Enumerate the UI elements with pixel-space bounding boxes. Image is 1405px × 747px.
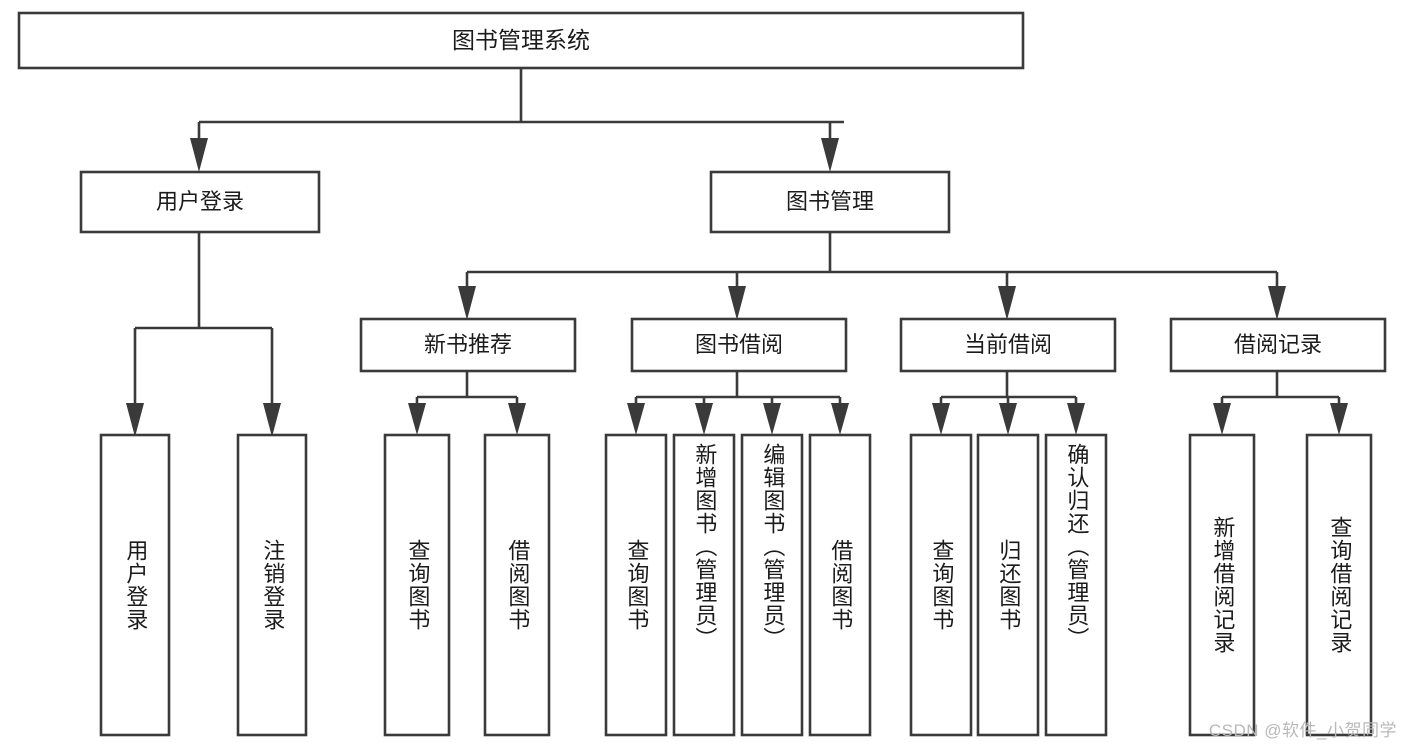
node-new-book-recommend-label: 新书推荐: [424, 332, 512, 357]
connector-new-book-recommend-to-leaves: [408, 371, 526, 435]
node-current-borrow-box[interactable]: [899, 317, 1117, 373]
connector-book-manage-to-level3: [458, 232, 1286, 320]
leaf-box-query-book-3[interactable]: [909, 433, 973, 737]
leaf-box-add-record[interactable]: [1188, 433, 1256, 737]
connector-book-borrow-to-leaves: [627, 371, 849, 435]
arrowhead-book-borrow: [728, 286, 746, 320]
connector-borrow-record-to-leaves: [1213, 371, 1348, 435]
arrowhead-leaf-edit-book: [763, 403, 781, 435]
node-book-borrow-label: 图书借阅: [695, 332, 783, 357]
leaf-box-add-book[interactable]: [672, 433, 736, 737]
node-root-box[interactable]: [17, 11, 1025, 70]
arrowhead-borrow-record: [1268, 286, 1286, 320]
arrowhead-leaf-query-book-1: [408, 403, 426, 435]
connector-current-borrow-to-leaves: [932, 371, 1085, 435]
leaf-box-confirm-return[interactable]: [1044, 433, 1108, 737]
node-root-label: 图书管理系统: [452, 27, 590, 53]
arrowhead-leaf-query-book-2: [627, 403, 645, 435]
arrowhead-leaf-add-book: [695, 403, 713, 435]
leaf-box-edit-book[interactable]: [740, 433, 804, 737]
node-user-login-label: 用户登录: [156, 189, 244, 214]
leaf-box-return-book[interactable]: [976, 433, 1040, 737]
arrowhead-leaf-borrow-book-1: [508, 403, 526, 435]
leaf-box-query-book-1[interactable]: [383, 433, 451, 737]
connector-root-to-level2: [190, 68, 844, 172]
arrowhead-leaf-query-record: [1330, 403, 1348, 435]
arrowhead-leaf-add-record: [1213, 403, 1231, 435]
arrowhead-leaf-confirm-return: [1067, 403, 1085, 435]
arrowhead-leaf-query-book-3: [932, 403, 950, 435]
node-book-manage-label: 图书管理: [786, 189, 874, 214]
node-book-borrow-box[interactable]: [630, 317, 848, 373]
node-borrow-record-box[interactable]: [1169, 317, 1387, 373]
arrowhead-leaf-borrow-book-2: [831, 403, 849, 435]
node-book-manage-box[interactable]: [709, 170, 951, 234]
arrowhead-book-manage: [821, 138, 839, 172]
leaf-box-query-book-2[interactable]: [604, 433, 668, 737]
node-current-borrow-label: 当前借阅: [964, 332, 1052, 357]
leaf-box-logout-login[interactable]: [236, 433, 308, 737]
leaf-box-user-login[interactable]: [99, 433, 171, 737]
arrowhead-user-login: [190, 138, 208, 172]
leaf-box-borrow-book-2[interactable]: [808, 433, 872, 737]
arrowhead-new-book-recommend: [458, 286, 476, 320]
arrowhead-leaf-user-login: [126, 403, 144, 437]
watermark-text: CSDN @软件_小贺同学: [1208, 721, 1397, 740]
node-new-book-recommend-box[interactable]: [359, 317, 577, 373]
arrowhead-current-borrow: [998, 286, 1016, 320]
node-user-login-box[interactable]: [79, 170, 321, 234]
node-borrow-record-label: 借阅记录: [1234, 332, 1322, 357]
connector-user-login-to-leaves: [126, 232, 281, 437]
arrowhead-leaf-logout-login: [263, 403, 281, 437]
leaf-box-borrow-book-1[interactable]: [483, 433, 551, 737]
arrowhead-leaf-return-book: [999, 403, 1017, 435]
leaf-box-query-record[interactable]: [1305, 433, 1373, 737]
